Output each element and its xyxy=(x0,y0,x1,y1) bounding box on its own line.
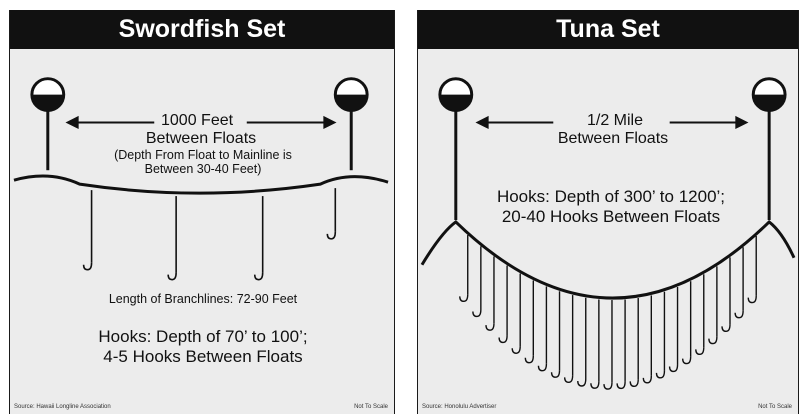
distance-label: Between Floats xyxy=(145,130,257,147)
branchline-hook xyxy=(498,265,508,344)
branchline-hook xyxy=(708,266,718,345)
branchline-hook xyxy=(682,281,692,365)
tuna-panel: Tuna Set 1/2 Mile Between Floats Hooks: … xyxy=(417,10,799,414)
tuna-diagram xyxy=(420,77,796,390)
hooks-depth-label: Hooks: Depth of 70’ to 100’; xyxy=(98,327,308,346)
branchline-hook xyxy=(577,297,587,387)
branchline-hook xyxy=(485,256,495,331)
branchline-hook xyxy=(524,280,534,364)
branchline-hook xyxy=(537,286,548,372)
left-float xyxy=(438,77,474,220)
branchline-hook xyxy=(629,298,639,388)
branchlines xyxy=(459,235,757,390)
scale-note: Not To Scale xyxy=(758,404,792,410)
branchline-hook xyxy=(642,295,653,384)
mainline xyxy=(13,174,389,195)
distance-arrow xyxy=(65,115,337,130)
left-float xyxy=(30,77,66,171)
branchline-hook xyxy=(695,274,705,355)
swordfish-title: Swordfish Set xyxy=(10,10,394,49)
branchline-hook xyxy=(655,291,666,379)
branchline-hook xyxy=(167,196,177,281)
branchline-hook xyxy=(747,236,757,304)
branchline-hook xyxy=(459,235,469,303)
branchline-hook xyxy=(721,257,731,333)
depth-note-line-1: (Depth From Float to Mainline is xyxy=(114,148,292,162)
source-credit: Source: Honolulu Advertiser xyxy=(422,404,497,410)
distance-value: 1/2 Mile xyxy=(586,112,644,129)
hooks-count-label: 20-40 Hooks Between Floats xyxy=(501,207,721,226)
source-credit: Source: Hawaii Longline Association xyxy=(14,404,111,410)
distance-arrow xyxy=(475,115,749,130)
branchline-hook xyxy=(616,299,626,390)
branchline-length-label: Length of Branchlines: 72-90 Feet xyxy=(108,292,298,306)
tuna-title: Tuna Set xyxy=(418,10,798,49)
branchline-hook xyxy=(472,246,482,318)
distance-label: Between Floats xyxy=(557,130,669,147)
branchline-hook xyxy=(253,196,264,281)
branchline-hook xyxy=(82,190,93,271)
branchline-hook xyxy=(563,295,574,384)
depth-note-line-2: Between 30-40 Feet) xyxy=(144,162,262,176)
branchline-hook xyxy=(511,273,521,354)
branchline-hook xyxy=(326,188,337,240)
branchline-hook xyxy=(603,300,613,390)
mainline xyxy=(420,219,796,300)
branchline-hook xyxy=(590,299,600,389)
scale-note: Not To Scale xyxy=(354,404,388,410)
branchlines xyxy=(82,188,337,281)
branchline-hook xyxy=(734,247,744,319)
swordfish-panel: Swordfish Set xyxy=(9,10,395,414)
swordfish-diagram xyxy=(13,77,389,281)
right-float xyxy=(333,77,369,171)
hooks-count-label: 4-5 Hooks Between Floats xyxy=(103,347,303,366)
distance-value: 1000 Feet xyxy=(161,112,234,129)
branchline-hook xyxy=(550,291,561,378)
hooks-depth-label: Hooks: Depth of 300’ to 1200’; xyxy=(496,187,726,206)
right-float xyxy=(751,77,787,220)
branchline-hook xyxy=(668,286,679,373)
